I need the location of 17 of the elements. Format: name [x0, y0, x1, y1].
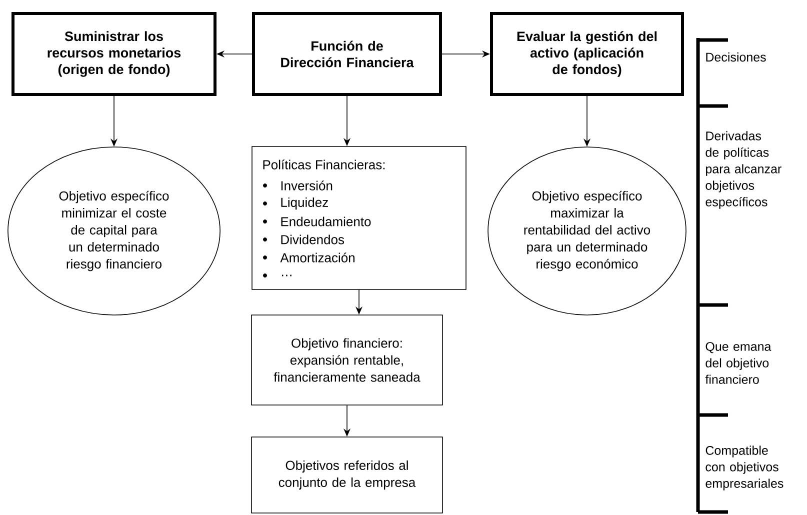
- bracket-label: Que emana del objetivo financiero: [705, 342, 772, 384]
- process-box: Evaluar la gestión del activo (aplicación de fondos): [490, 12, 684, 96]
- list-item: Amortización: [280, 252, 354, 262]
- list-item: …: [282, 274, 292, 276]
- list-box: [252, 146, 466, 290]
- process-box: Suministrar los recursos monetarios (origen de fondo): [12, 12, 216, 96]
- bracket-label: Derivadas de políticas para alcanzar objetivos específicos: [706, 131, 782, 209]
- list-heading: Políticas Financieras:: [263, 160, 385, 170]
- process-box: Objetivos referidos al conjunto de la empresa: [251, 436, 443, 514]
- process-box: Función de Dirección Financiera: [252, 12, 442, 96]
- list-item: Inversión: [281, 180, 332, 190]
- bracket-label: Compatible con objetivos empresariales: [706, 446, 784, 490]
- list-item: Endeudamiento: [281, 216, 371, 226]
- process-box: Objetivo financiero: expansión rentable, financieramente saneada: [251, 314, 443, 406]
- list-item: Liquidez: [281, 197, 328, 210]
- list-item: Dividendos: [281, 234, 344, 244]
- bracket-label: Decisiones: [706, 52, 766, 62]
